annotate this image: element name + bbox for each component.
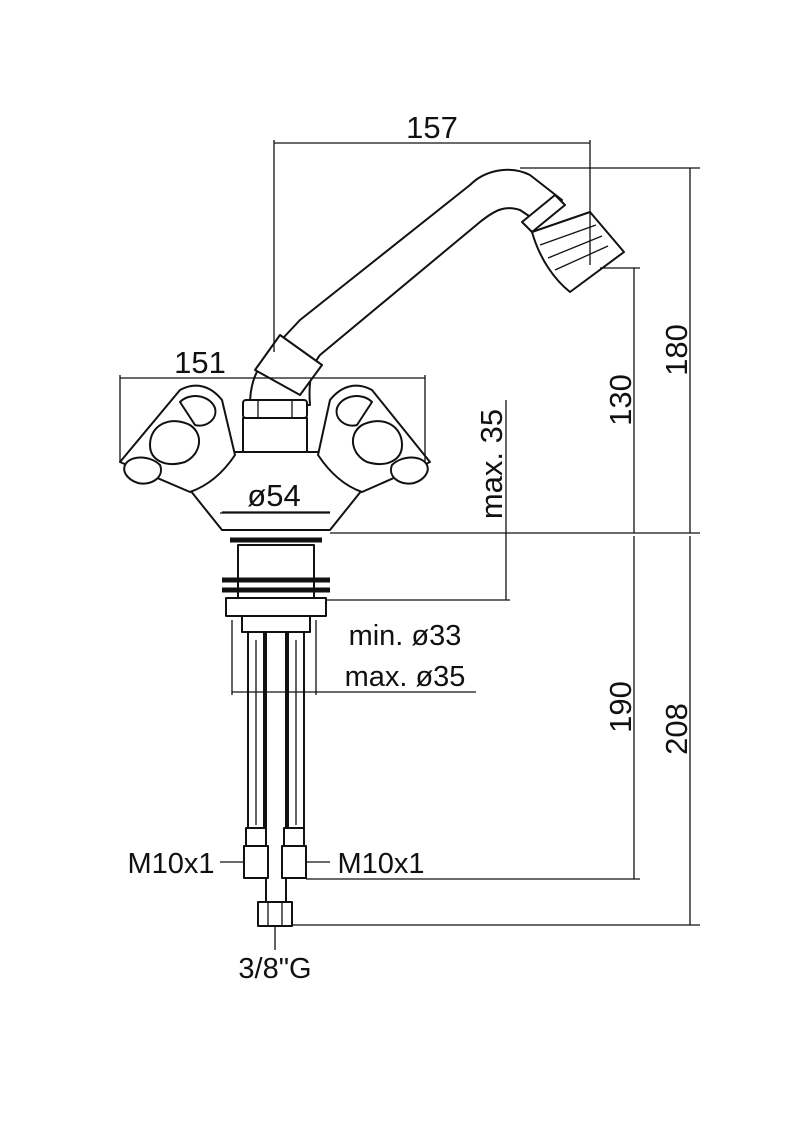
shower-head [521,194,566,233]
faucet-outline [119,168,625,927]
thread-label-left: M10x1 [127,848,214,880]
dim-190: 190 [603,681,638,733]
shower-head-body [531,211,625,293]
dim-157: 157 [406,110,458,145]
dim-max-35-hole: max. ø35 [345,661,466,693]
body-neck [242,417,308,453]
dim-diameter-54: ø54 [247,478,300,513]
dimension-lines [119,140,700,950]
dim-180: 180 [659,324,694,376]
fixing-nut [225,597,327,617]
spout-sleeve [254,334,323,396]
dim-208: 208 [659,703,694,755]
hex-nut [242,399,308,419]
connector-left [243,845,269,879]
connector-right [281,845,307,879]
dim-min-33: min. ø33 [349,620,462,652]
shank-lower [241,615,311,633]
thread-label-right: M10x1 [337,848,424,880]
inlet-nut [257,901,293,927]
dim-130: 130 [603,374,638,426]
dim-151: 151 [174,345,226,380]
dimension-labels: 157 151 ø54 180 130 max. 35 min. ø33 max… [127,110,694,985]
dim-max-35: max. 35 [474,409,509,519]
inlet-thread-label: 3/8"G [238,953,311,985]
